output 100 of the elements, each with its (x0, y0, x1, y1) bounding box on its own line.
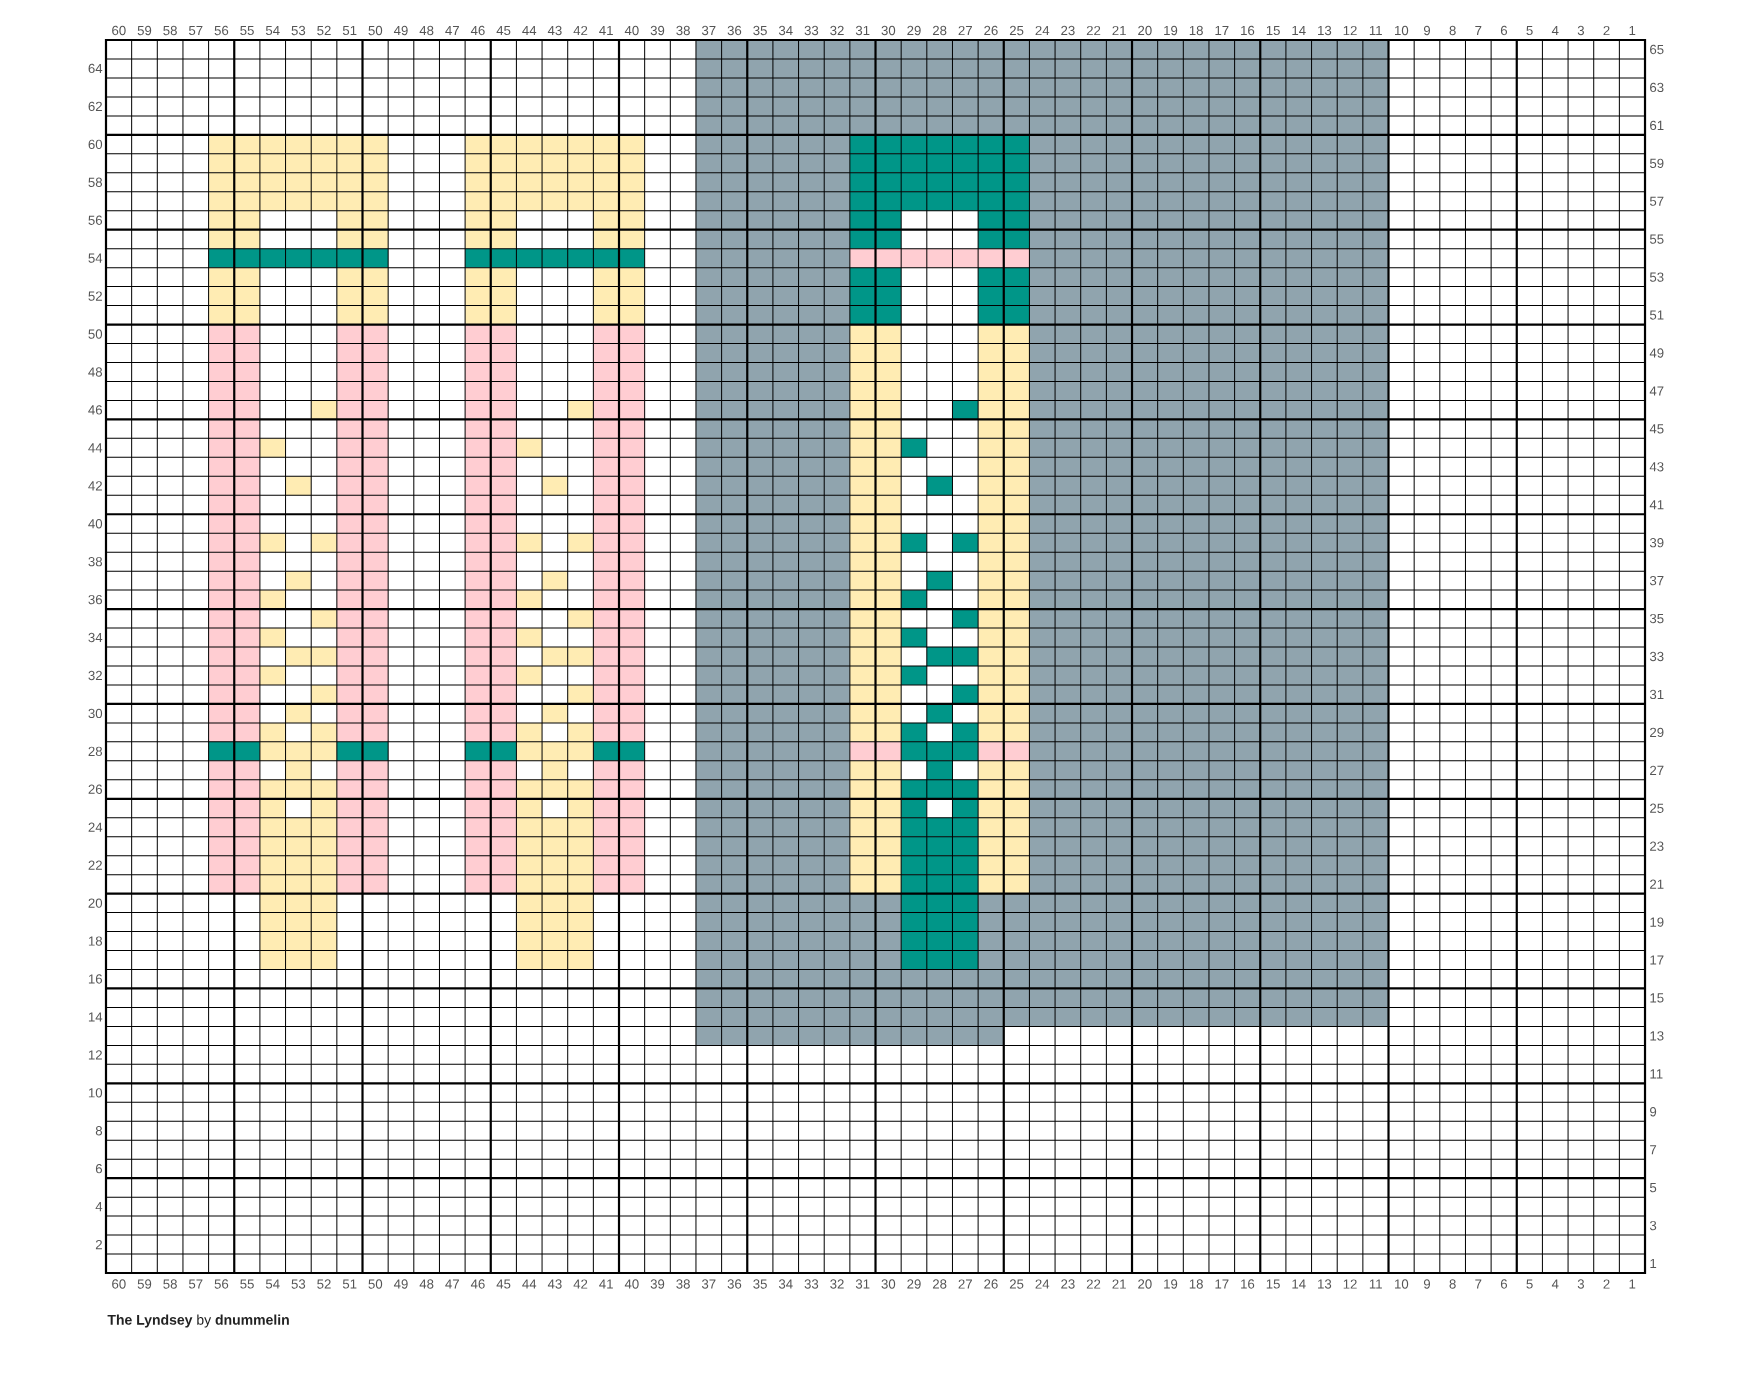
column-number: 11 (1369, 25, 1382, 36)
column-number: 34 (778, 1279, 793, 1289)
column-number: 5 (1526, 25, 1533, 36)
column-number: 9 (1423, 1279, 1431, 1289)
column-number: 12 (1343, 25, 1357, 36)
column-number: 13 (1318, 25, 1332, 36)
column-number: 59 (137, 1279, 152, 1289)
row-number: 55 (1649, 234, 1664, 244)
row-number: 40 (88, 519, 103, 529)
column-number: 55 (240, 1279, 254, 1289)
row-number: 27 (1650, 765, 1664, 775)
row-number: 11 (1650, 1069, 1663, 1079)
row-number: 5 (1649, 1183, 1657, 1193)
row-number: 3 (1649, 1220, 1657, 1231)
column-number: 2 (1603, 25, 1610, 36)
column-number: 37 (701, 25, 716, 36)
column-number: 43 (547, 25, 562, 36)
row-number: 56 (88, 215, 103, 225)
row-number: 48 (88, 367, 103, 377)
column-number: 51 (342, 25, 357, 36)
row-number: 51 (1649, 310, 1664, 320)
column-number: 24 (1035, 25, 1050, 36)
row-number: 52 (88, 291, 102, 301)
row-number: 7 (1650, 1145, 1657, 1155)
row-number: 42 (88, 481, 102, 491)
row-number: 50 (88, 329, 103, 339)
column-number: 22 (1086, 25, 1101, 36)
row-number: 17 (1650, 955, 1664, 965)
column-number: 19 (1164, 1279, 1178, 1289)
column-number: 32 (830, 25, 844, 36)
row-number: 60 (88, 139, 103, 149)
row-number: 23 (1650, 841, 1664, 851)
row-number: 10 (88, 1088, 103, 1098)
column-number: 47 (445, 25, 459, 36)
row-number: 41 (1649, 500, 1664, 510)
column-number: 45 (496, 1279, 511, 1289)
row-number: 49 (1649, 348, 1664, 358)
row-number: 64 (88, 63, 103, 74)
column-number: 5 (1526, 1279, 1533, 1289)
column-number: 44 (522, 1279, 537, 1289)
row-number: 47 (1649, 386, 1664, 396)
row-number: 33 (1649, 651, 1664, 662)
column-number: 26 (984, 25, 998, 36)
column-number: 42 (573, 25, 588, 36)
row-number: 1 (1650, 1259, 1657, 1269)
column-number: 32 (830, 1279, 844, 1289)
column-number: 30 (881, 1279, 896, 1289)
column-number: 49 (393, 1279, 408, 1289)
column-number: 33 (804, 1279, 819, 1289)
row-number: 9 (1650, 1107, 1657, 1117)
column-number: 56 (214, 25, 229, 36)
column-number: 50 (368, 25, 383, 36)
column-number: 29 (907, 1279, 921, 1289)
column-number: 58 (163, 1279, 177, 1289)
row-number: 22 (88, 860, 102, 870)
row-number: 58 (88, 177, 103, 187)
column-number: 3 (1577, 1279, 1584, 1289)
row-number: 36 (88, 594, 103, 605)
column-number: 6 (1500, 1279, 1508, 1289)
column-number: 15 (1266, 25, 1280, 36)
row-number: 8 (95, 1126, 103, 1136)
row-number: 38 (88, 557, 103, 567)
column-number: 19 (1164, 25, 1178, 36)
column-number: 16 (1241, 25, 1255, 36)
column-number: 57 (188, 1279, 203, 1289)
column-number: 44 (522, 25, 537, 36)
column-number: 31 (855, 1279, 870, 1289)
row-number: 6 (95, 1164, 103, 1174)
column-number: 27 (958, 1279, 972, 1289)
row-number: 34 (88, 632, 103, 643)
row-number: 29 (1650, 727, 1664, 738)
column-number: 23 (1061, 1279, 1075, 1289)
row-number: 61 (1650, 120, 1664, 131)
column-number: 52 (317, 25, 331, 36)
column-number: 60 (112, 1279, 126, 1289)
column-number: 12 (1343, 1279, 1357, 1289)
column-number: 38 (676, 25, 690, 36)
column-number: 1 (1629, 25, 1636, 36)
column-number: 53 (291, 25, 306, 36)
column-number: 46 (470, 25, 485, 36)
row-number: 21 (1650, 879, 1664, 889)
column-number: 35 (753, 25, 767, 36)
row-number: 54 (88, 253, 103, 263)
column-number: 37 (701, 1279, 716, 1289)
column-number: 50 (368, 1279, 383, 1289)
column-number: 48 (419, 1279, 434, 1289)
column-number: 20 (1138, 25, 1152, 36)
column-number: 36 (727, 25, 742, 36)
column-number: 40 (624, 1279, 639, 1289)
row-number: 45 (1649, 424, 1664, 434)
column-number: 34 (778, 25, 793, 36)
column-number: 21 (1112, 1279, 1126, 1289)
row-number: 62 (88, 101, 102, 112)
row-number: 31 (1649, 689, 1664, 700)
column-number: 51 (342, 1279, 357, 1289)
row-number: 44 (88, 443, 103, 453)
column-number: 8 (1449, 25, 1456, 36)
column-number: 13 (1318, 1279, 1332, 1289)
column-number: 14 (1292, 1279, 1306, 1289)
row-number: 46 (88, 405, 103, 415)
